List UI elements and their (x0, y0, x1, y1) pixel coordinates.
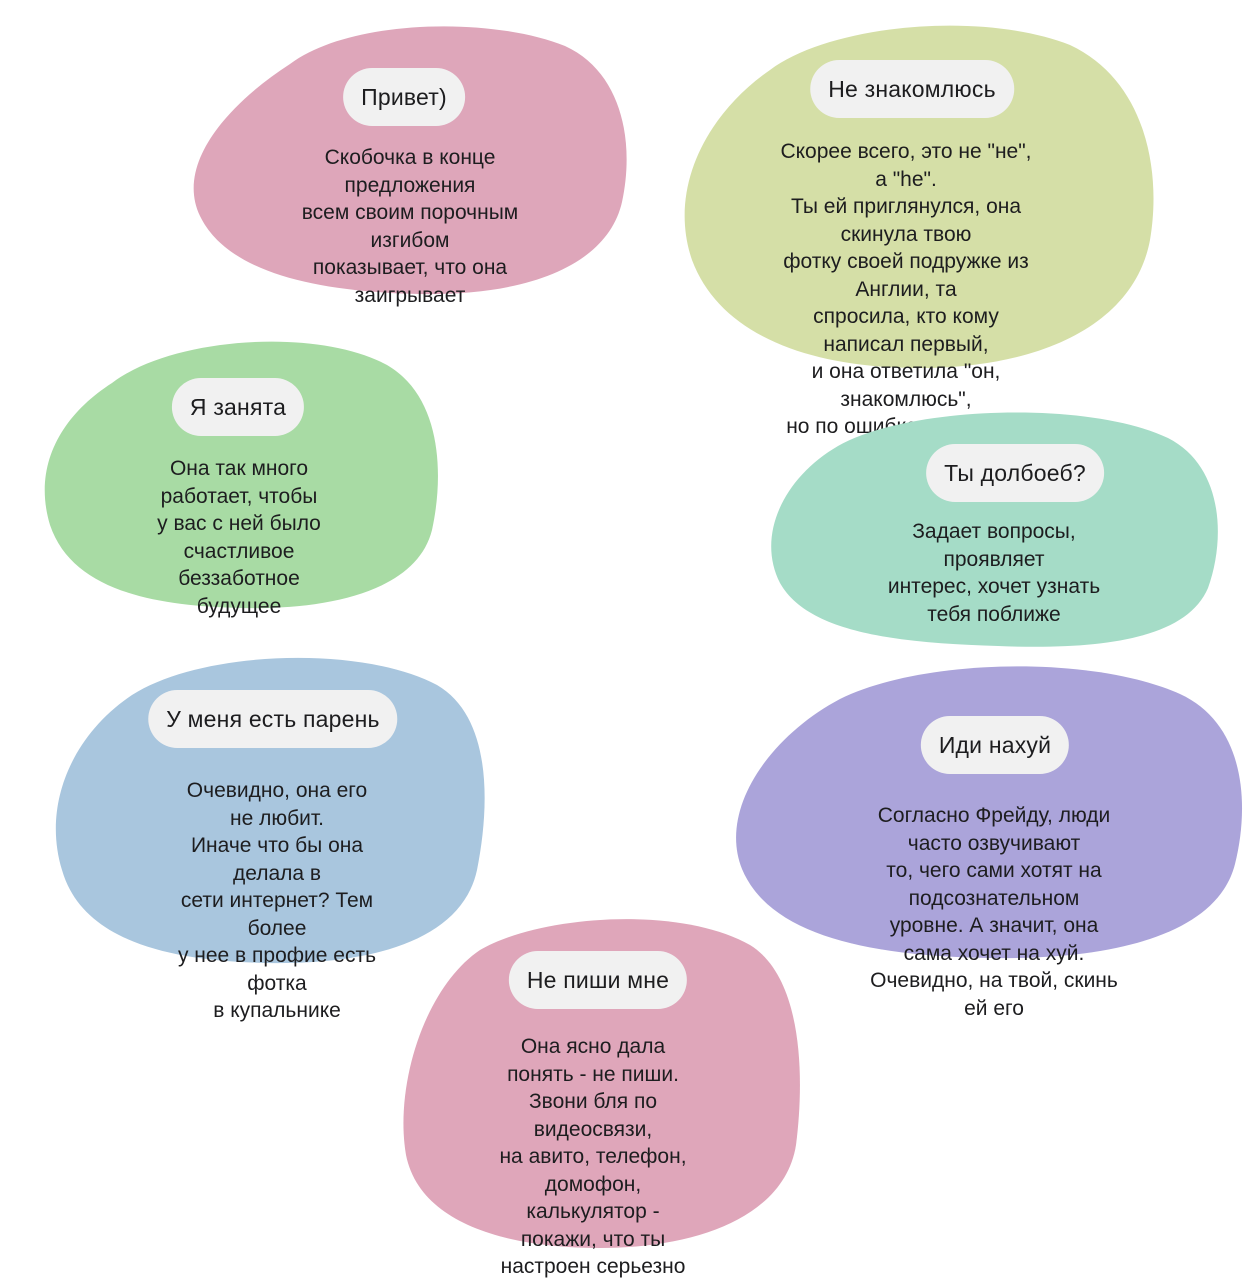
card-text: Она так много работает, чтобы у вас с не… (157, 457, 321, 618)
card-text: Она ясно дала понять - не пиши. Звони бл… (499, 1035, 687, 1278)
card-ne-pishi-mne: Не пиши мне Она ясно дала понять - не пи… (400, 915, 804, 1278)
card-title: Я занята (171, 378, 305, 436)
card-text: Скорее всего, это не "не", а "he". Ты ей… (780, 140, 1032, 466)
card-title: Не знакомлюсь (810, 60, 1014, 118)
blob-shape (684, 25, 1154, 369)
blob-shape (193, 26, 627, 295)
card-title: Не пиши мне (508, 951, 688, 1009)
blob-shape (771, 412, 1218, 647)
card-ne-znakomlyus: Не знакомлюсь Скорее всего, это не "не",… (680, 20, 1158, 466)
card-title: Иди нахуй (920, 716, 1070, 774)
card-text: Скобочка в конце предложения всем своим … (301, 146, 519, 307)
blob-shape (403, 919, 800, 1248)
card-text: Задает вопросы, проявляет интерес, хочет… (887, 520, 1101, 626)
card-ty-dolboeb: Ты долбоеб? Задает вопросы, проявляет ин… (768, 408, 1220, 648)
blob-shape (44, 341, 438, 609)
card-title: Ты долбоеб? (926, 444, 1104, 502)
card-text: Согласно Фрейду, люди часто озвучивают т… (870, 804, 1118, 1020)
card-title: Привет) (343, 68, 465, 126)
card-ya-zanyata: Я занята Она так много работает, чтобы у… (42, 335, 440, 618)
card-idi-nahuy: Иди нахуй Согласно Фрейду, люди часто оз… (730, 664, 1248, 1020)
card-text: Очевидно, она его не любит. Иначе что бы… (177, 779, 377, 1022)
card-title: У меня есть парень (148, 690, 398, 748)
card-u-menya-est-paren: У меня есть парень Очевидно, она его не … (52, 655, 485, 1022)
card-privet: Привет) Скобочка в конце предложения все… (190, 24, 630, 307)
blob-shape (736, 666, 1243, 959)
